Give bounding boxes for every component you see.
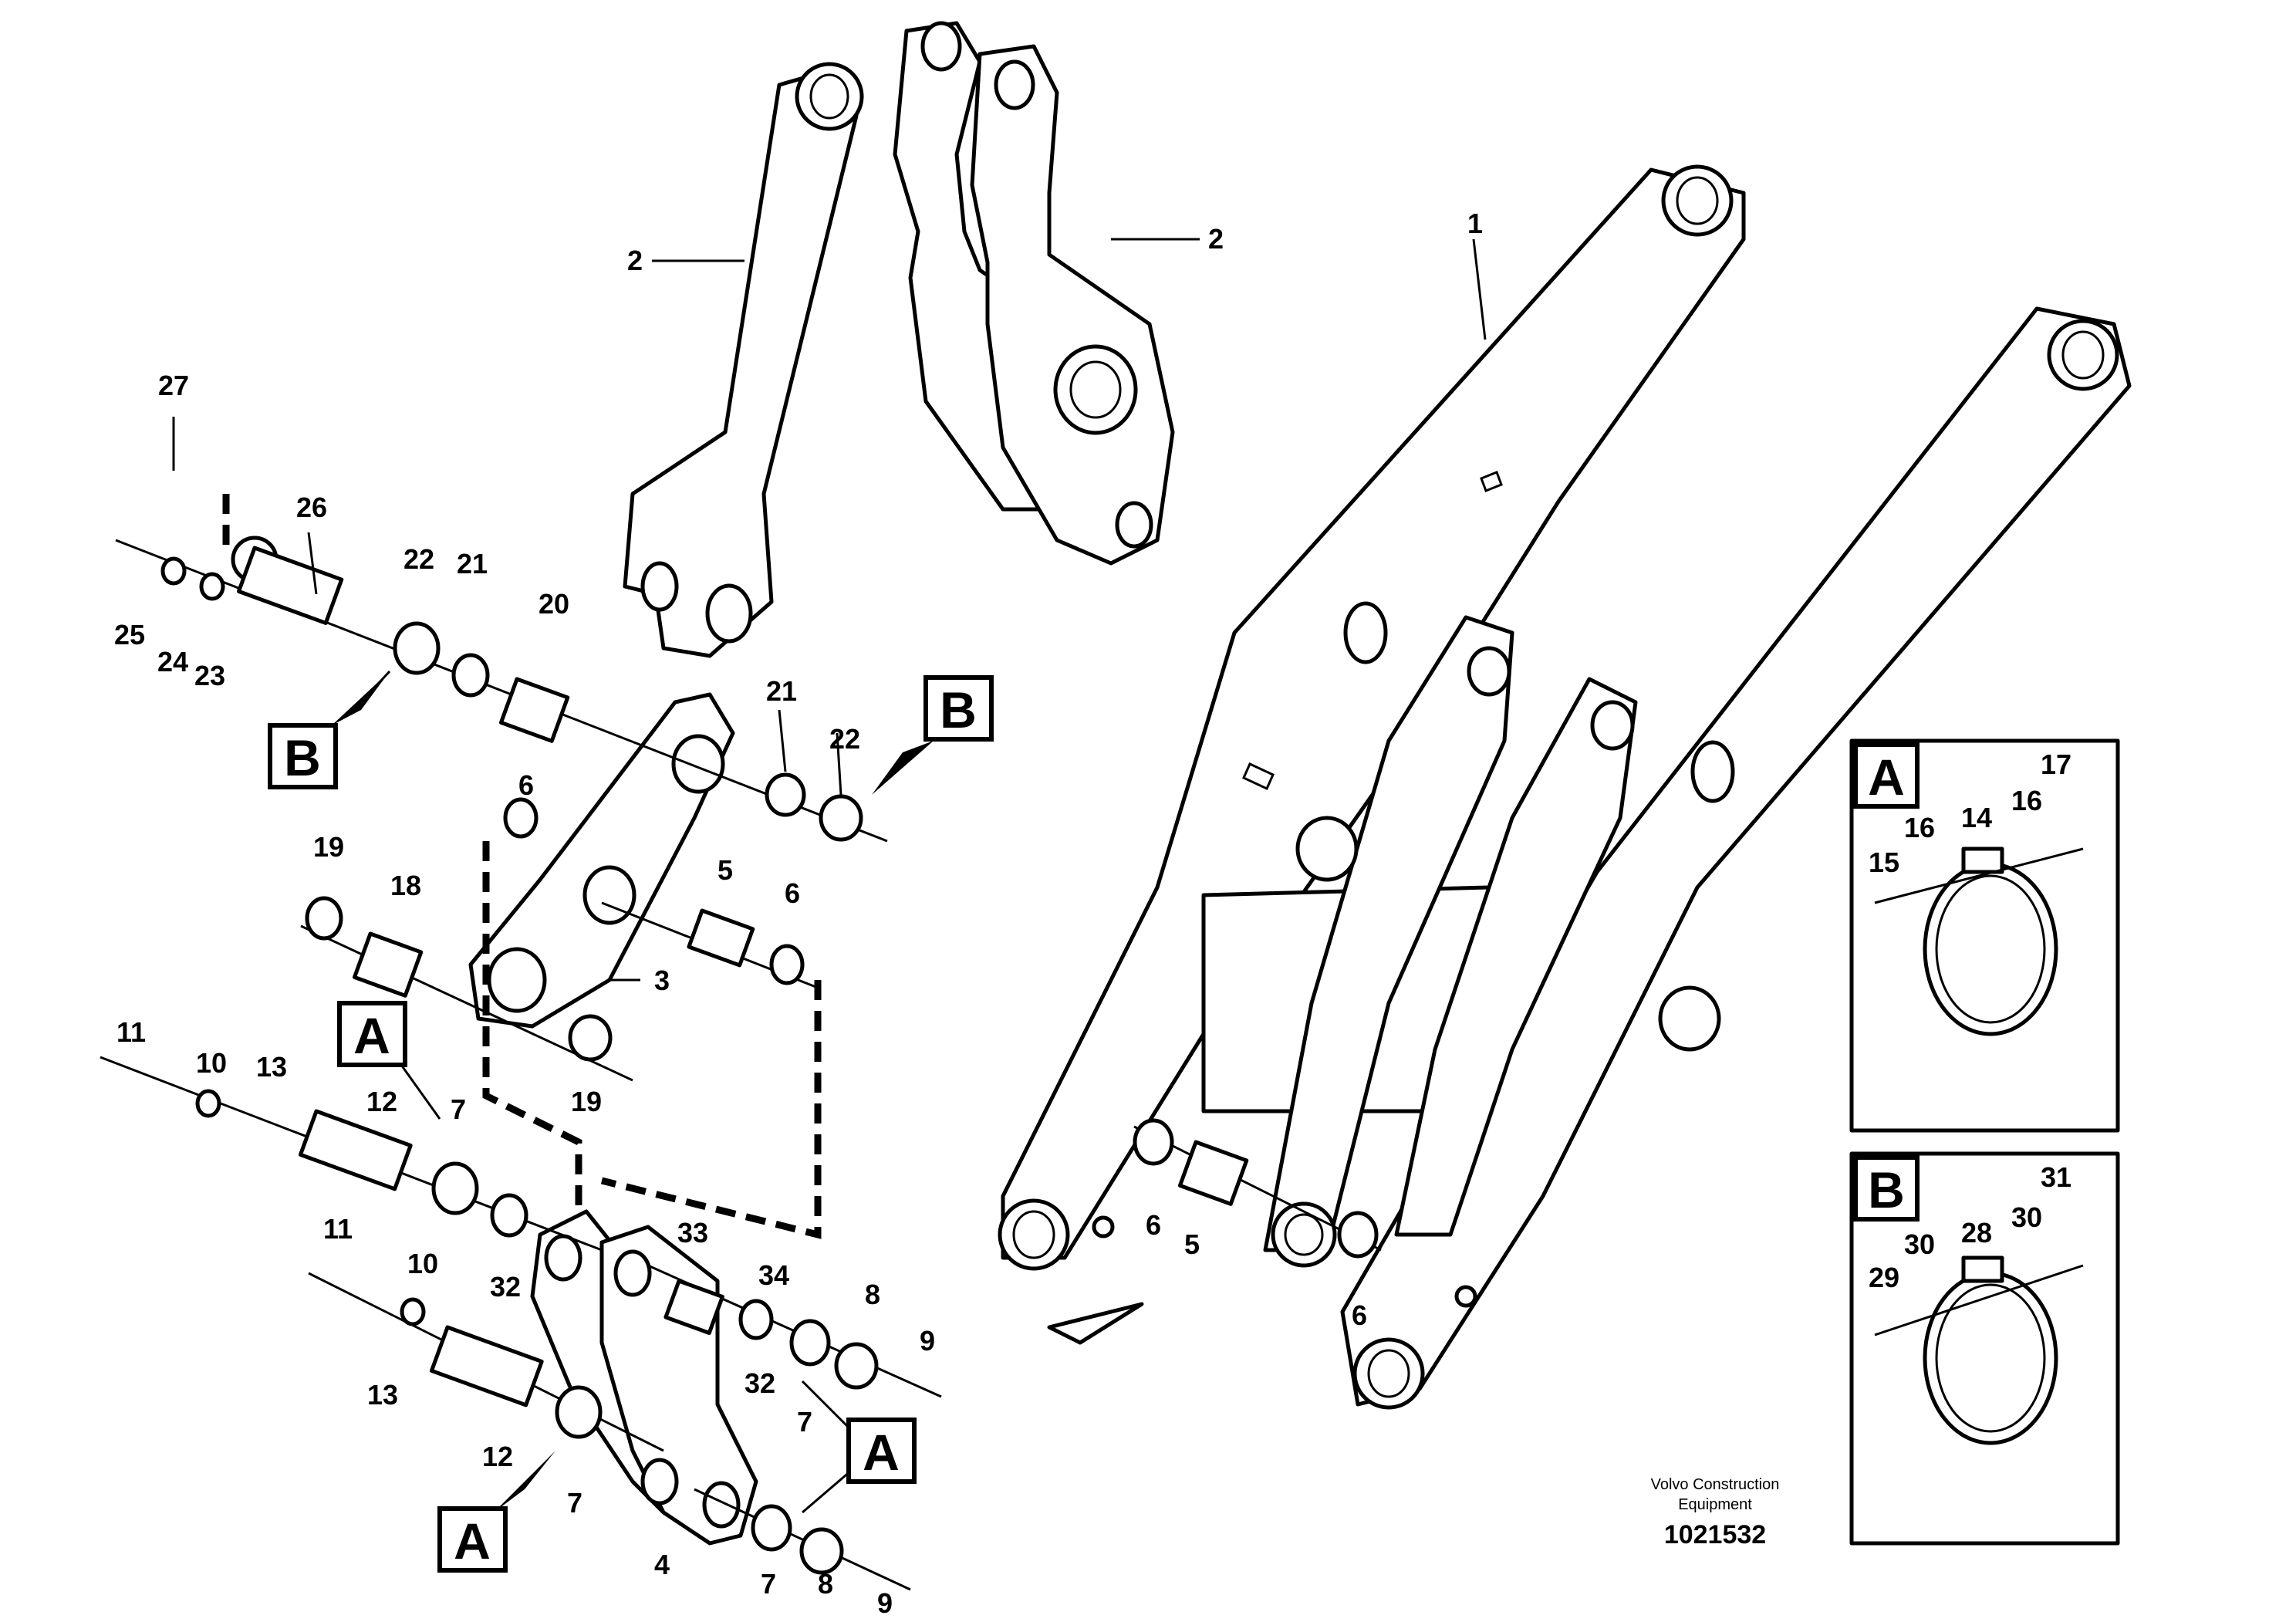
label-5-boom: 5 — [1184, 1228, 1200, 1260]
tilt-link-straight — [623, 62, 864, 658]
callout-b-right-label: B — [940, 681, 977, 738]
label-7-a: 7 — [451, 1093, 466, 1125]
footer: Volvo Construction Equipment 1021532 — [1651, 1476, 1780, 1549]
label-3: 3 — [654, 965, 670, 996]
label-6-boom-right: 6 — [1352, 1299, 1367, 1331]
label-11-upper: 11 — [116, 1016, 146, 1048]
label-20: 20 — [539, 588, 569, 620]
callout-a-left-lower-label: A — [454, 1512, 491, 1570]
label-7-d: 7 — [761, 1568, 776, 1600]
label-16-left: 16 — [1904, 812, 1935, 843]
label-21-left: 21 — [457, 548, 488, 580]
label-8-lower: 8 — [818, 1568, 833, 1600]
callout-a-left-upper: A — [337, 1001, 441, 1120]
label-19-upper: 19 — [313, 831, 344, 863]
label-8-upper: 8 — [865, 1279, 880, 1310]
label-30-right: 30 — [2011, 1201, 2042, 1233]
link-3 — [468, 692, 735, 1029]
document-number: 1021532 — [1664, 1520, 1766, 1549]
label-19-lower: 19 — [571, 1086, 602, 1117]
label-1: 1 — [1467, 208, 1483, 239]
detail-b-title: B — [1868, 1161, 1905, 1218]
callout-b-left-label: B — [284, 729, 321, 786]
dashed-assembly-lines — [222, 494, 822, 1239]
callout-a-right-label: A — [863, 1424, 900, 1481]
label-17: 17 — [2041, 748, 2071, 780]
detail-a-panel: A — [1849, 738, 2120, 1133]
label-13-upper: 13 — [256, 1051, 287, 1083]
tilt-link-plates — [893, 21, 1175, 566]
label-6-middle: 6 — [785, 877, 800, 909]
label-2-left: 2 — [627, 245, 643, 276]
label-9-lower: 9 — [877, 1587, 893, 1619]
direction-arrow — [1047, 1302, 1144, 1345]
label-6-boom-left: 6 — [1146, 1209, 1161, 1241]
label-30-left: 30 — [1904, 1228, 1935, 1260]
boom-arm-assembly — [998, 164, 2132, 1410]
company-line-1: Volvo Construction — [1651, 1476, 1780, 1493]
part-number-labels: 1 2 2 3 4 5 5 6 6 6 6 7 7 7 7 8 8 9 9 10… — [114, 208, 2071, 1619]
label-7-b: 7 — [797, 1406, 812, 1438]
label-4: 4 — [654, 1549, 670, 1580]
label-2-right: 2 — [1208, 223, 1224, 255]
callout-b-right: B — [872, 675, 994, 795]
label-34: 34 — [758, 1259, 789, 1291]
callout-a-right: A — [801, 1380, 917, 1514]
label-6-upper: 6 — [518, 769, 534, 801]
label-32-right: 32 — [745, 1367, 775, 1399]
label-26: 26 — [296, 492, 327, 523]
label-32-left: 32 — [490, 1271, 521, 1303]
label-11-lower: 11 — [323, 1213, 353, 1245]
label-10-upper: 10 — [196, 1047, 227, 1079]
label-22-right: 22 — [829, 723, 860, 755]
label-5-upper: 5 — [718, 854, 733, 886]
label-23: 23 — [194, 660, 225, 691]
callout-a-left-lower: A — [437, 1451, 555, 1573]
lever-4 — [530, 1209, 758, 1546]
label-12-upper: 12 — [366, 1086, 397, 1117]
label-18: 18 — [390, 870, 421, 901]
label-12-lower: 12 — [482, 1441, 513, 1472]
label-27: 27 — [158, 370, 189, 401]
label-7-c: 7 — [567, 1487, 582, 1519]
label-28: 28 — [1961, 1217, 1992, 1249]
label-14: 14 — [1961, 802, 1992, 833]
label-25: 25 — [114, 619, 145, 650]
callout-a-left-upper-label: A — [353, 1007, 390, 1064]
label-29: 29 — [1869, 1262, 1899, 1293]
detail-b-panel: B — [1849, 1151, 2120, 1546]
label-15: 15 — [1869, 846, 1899, 878]
label-33: 33 — [677, 1217, 708, 1249]
hardware — [160, 536, 1379, 1575]
callout-b-left: B — [268, 670, 391, 789]
company-line-2: Equipment — [1678, 1496, 1752, 1513]
label-13-lower: 13 — [367, 1379, 398, 1411]
detail-a-title: A — [1868, 748, 1905, 806]
label-16-right: 16 — [2011, 785, 2042, 816]
label-22-left: 22 — [403, 543, 434, 575]
label-21-right: 21 — [766, 675, 797, 707]
assembly-axes — [100, 539, 1382, 1591]
label-31: 31 — [2041, 1161, 2071, 1193]
label-9-upper: 9 — [920, 1325, 935, 1357]
label-24: 24 — [157, 646, 188, 678]
label-10-lower: 10 — [407, 1248, 438, 1279]
leader-lines — [172, 238, 1487, 982]
